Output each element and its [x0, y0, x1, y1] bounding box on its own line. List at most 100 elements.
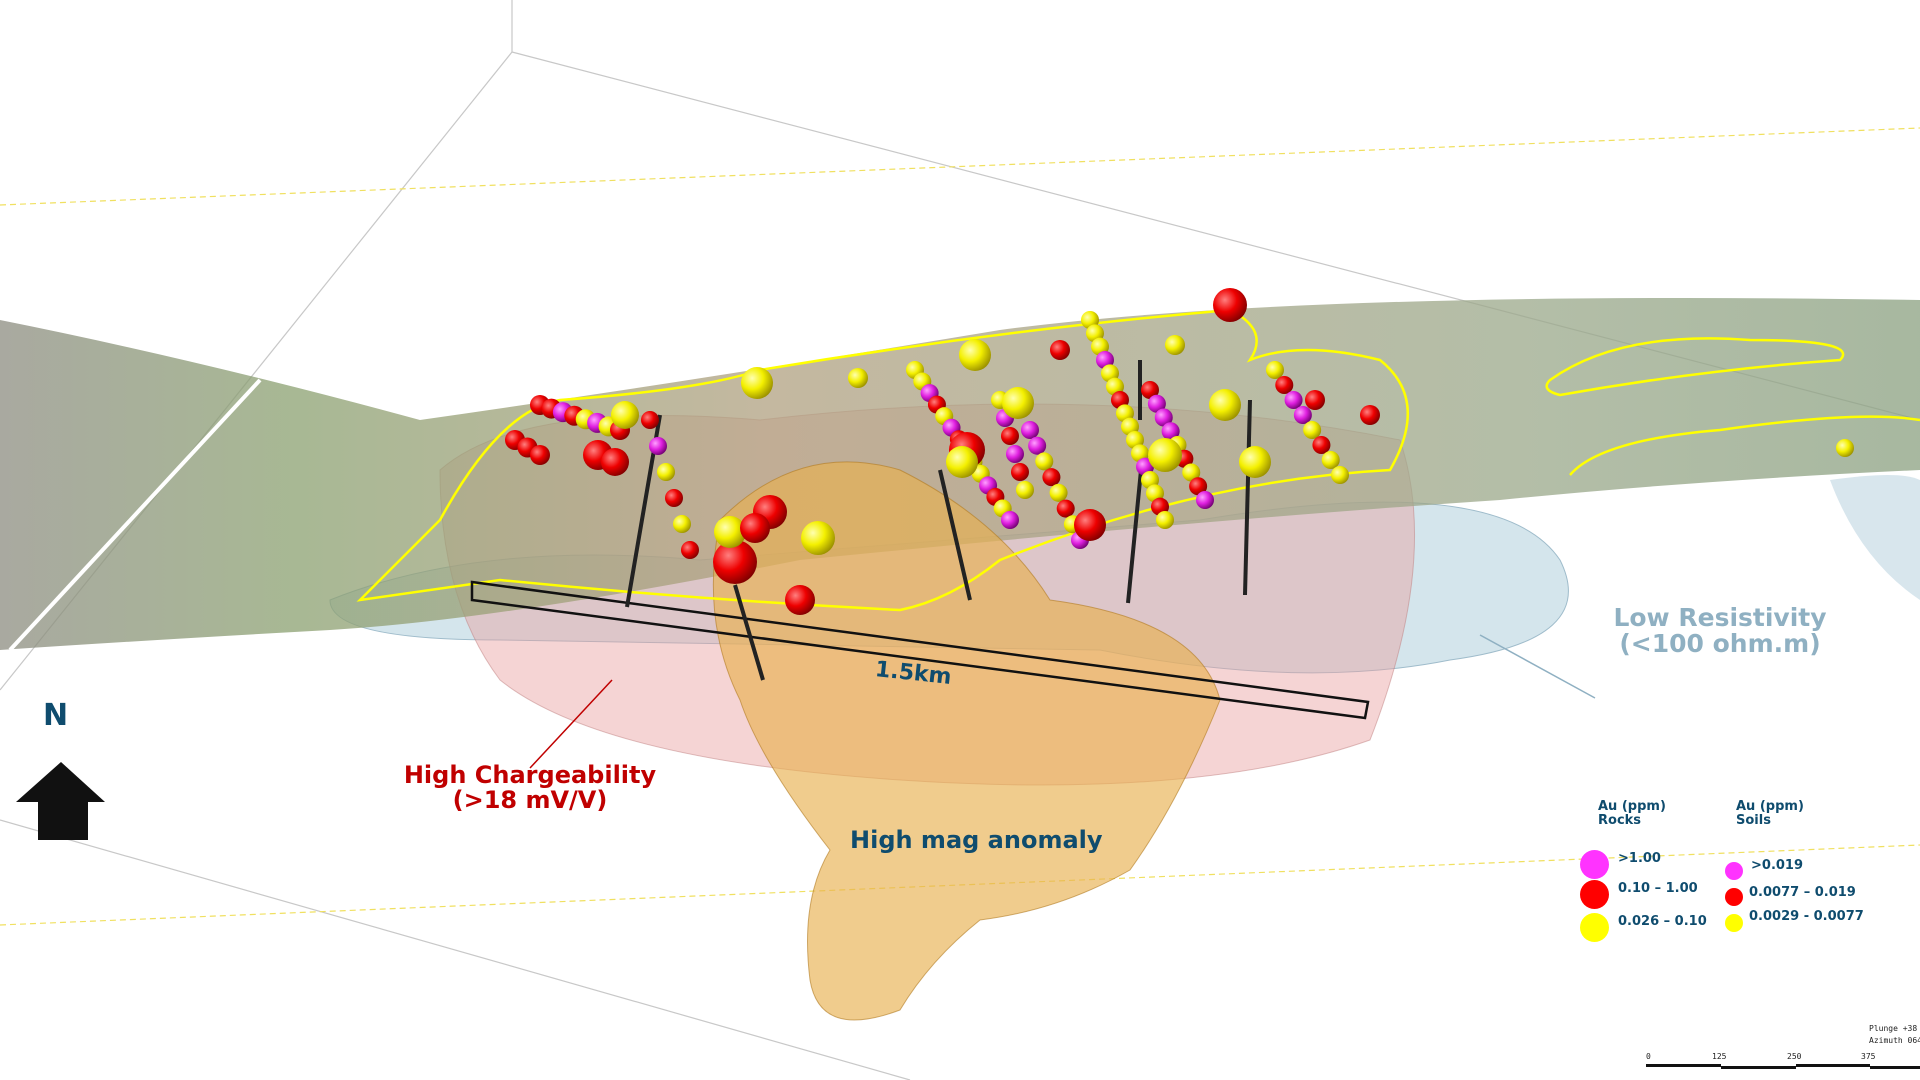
sample-sphere	[714, 516, 746, 548]
sample-sphere	[1049, 483, 1068, 502]
sample-sphere	[713, 540, 757, 584]
legend-rock-label: >1.00	[1618, 851, 1661, 866]
sample-sphere	[946, 446, 978, 478]
sample-sphere	[741, 367, 773, 399]
legend-soils-title: Au (ppm) Soils	[1736, 800, 1804, 827]
sample-sphere	[1156, 511, 1174, 529]
sample-sphere	[785, 585, 815, 615]
legend-soils-title-1: Au (ppm)	[1736, 799, 1804, 814]
sample-sphere	[1002, 387, 1034, 419]
drill-hole	[938, 469, 972, 601]
sample-sphere	[1028, 436, 1047, 455]
resistivity-value: (<100 ohm.m)	[1619, 629, 1821, 659]
sample-sphere	[673, 515, 691, 533]
chargeability-pointer	[529, 679, 613, 769]
sample-sphere	[1147, 394, 1166, 413]
sample-sphere	[1266, 361, 1284, 379]
legend-rock-label: 0.10 – 1.00	[1618, 881, 1698, 896]
sample-sphere	[959, 339, 991, 371]
low-resistivity-label: Low Resistivity (<100 ohm.m)	[1600, 603, 1840, 659]
scale-tick: 250	[1787, 1052, 1802, 1061]
sample-sphere	[1035, 452, 1054, 471]
north-arrow-icon	[16, 762, 105, 840]
legend-soil-label: >0.019	[1751, 858, 1804, 873]
legend-soil-label: 0.0077 – 0.019	[1749, 885, 1856, 900]
legend-soil-label: 0.0029 - 0.0077	[1749, 909, 1864, 924]
sample-sphere	[1303, 421, 1322, 439]
legend-rocks-title-2: Rocks	[1598, 812, 1642, 828]
sample-spheres	[505, 288, 1854, 615]
legend-rock-magenta-swatch	[1580, 850, 1609, 879]
legend-rock-label: 0.026 – 0.10	[1618, 914, 1707, 929]
sample-sphere	[1182, 463, 1201, 482]
legend-soil-red-swatch	[1725, 888, 1743, 906]
resistivity-title: Low Resistivity	[1613, 603, 1827, 632]
legend-rock-red-swatch	[1580, 880, 1609, 909]
plunge-label: Plunge +38	[1869, 1024, 1918, 1033]
scale-bar: 0 125 250 375	[1646, 1052, 1920, 1069]
legend-rocks-title-1: Au (ppm)	[1598, 799, 1666, 814]
scale-box	[470, 580, 1370, 720]
soil-contour	[356, 308, 1409, 612]
drill-holes	[625, 360, 1252, 681]
sample-sphere	[1275, 376, 1294, 394]
sample-sphere	[1006, 445, 1024, 463]
sample-sphere	[1312, 436, 1331, 454]
sample-sphere	[1165, 335, 1185, 355]
scale-tick: 375	[1861, 1052, 1876, 1061]
sample-sphere	[1305, 390, 1325, 410]
sample-sphere	[649, 437, 667, 455]
sample-sphere	[1074, 509, 1106, 541]
resistivity-pointer	[1479, 634, 1596, 699]
sample-sphere	[1161, 422, 1180, 441]
sample-sphere	[1360, 405, 1380, 425]
sample-sphere	[1196, 491, 1214, 509]
sample-sphere	[657, 463, 675, 481]
drill-hole	[1243, 399, 1252, 596]
chargeability-title: High Chargeability	[403, 761, 657, 789]
sample-sphere	[801, 521, 835, 555]
scale-tick: 125	[1712, 1052, 1727, 1061]
sample-sphere	[1154, 408, 1173, 427]
legend-soil-magenta-swatch	[1725, 862, 1743, 880]
sample-sphere	[1836, 439, 1854, 457]
sample-sphere	[641, 411, 659, 429]
legend: Au (ppm) Rocks Au (ppm) Soils >1.00 0.10…	[1580, 796, 1910, 946]
high-mag-label: High mag anomaly	[850, 826, 1103, 854]
sample-sphere	[1001, 427, 1019, 445]
sample-sphere	[1209, 389, 1241, 421]
sample-sphere	[601, 448, 629, 476]
sample-sphere	[1056, 499, 1075, 518]
sample-sphere	[1011, 463, 1029, 481]
sample-sphere	[848, 368, 868, 388]
sample-sphere	[1293, 406, 1312, 424]
sample-sphere	[1001, 511, 1019, 529]
sample-sphere	[530, 445, 550, 465]
sample-sphere	[611, 401, 639, 429]
sample-sphere	[681, 541, 699, 559]
sample-sphere	[740, 513, 770, 543]
high-chargeability-label: High Chargeability (>18 mV/V)	[395, 761, 665, 813]
scale-tick: 0	[1646, 1052, 1651, 1061]
legend-soil-yellow-swatch	[1725, 914, 1743, 932]
azimuth-label: Azimuth 064	[1869, 1036, 1920, 1045]
sample-sphere	[1021, 421, 1039, 439]
high-mag-anomaly-body	[712, 461, 1221, 1021]
drill-hole	[733, 584, 765, 681]
legend-soils-title-2: Soils	[1736, 812, 1771, 828]
legend-rock-yellow-swatch	[1580, 913, 1609, 942]
sample-sphere	[1141, 381, 1159, 399]
sample-sphere	[1239, 446, 1271, 478]
drill-hole	[1126, 459, 1144, 604]
sample-sphere	[1213, 288, 1247, 322]
sample-sphere	[1016, 481, 1034, 499]
sample-sphere	[1321, 451, 1340, 469]
sample-sphere	[1331, 466, 1349, 484]
north-label: N	[43, 698, 69, 733]
sample-sphere	[665, 489, 683, 507]
sample-sphere	[1050, 340, 1070, 360]
legend-rocks-title: Au (ppm) Rocks	[1598, 800, 1666, 827]
sample-sphere	[1189, 477, 1208, 496]
sample-sphere	[1284, 391, 1303, 409]
